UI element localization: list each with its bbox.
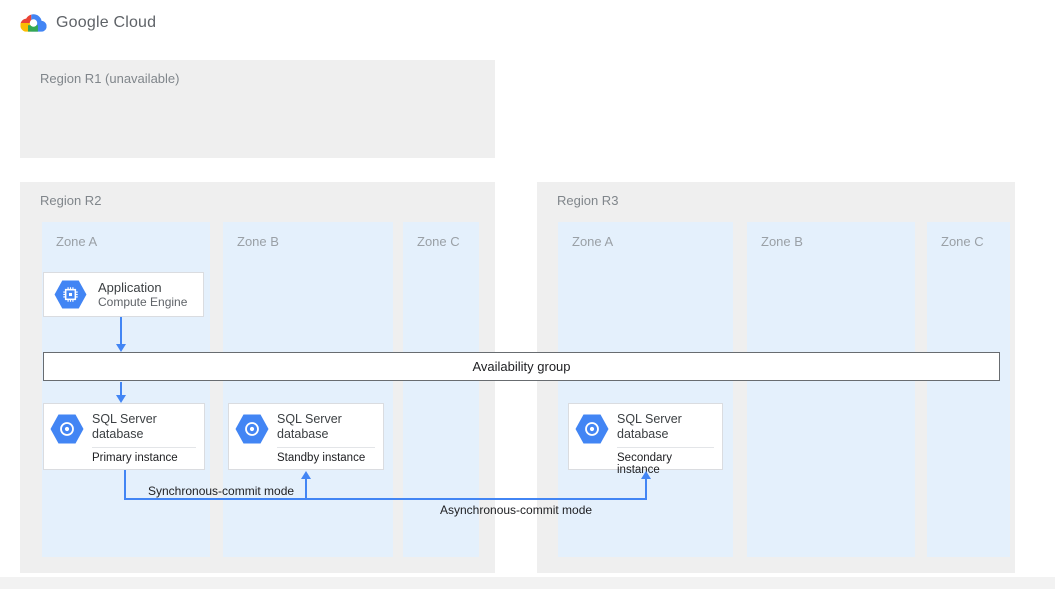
region-r2-label: Region R2: [40, 193, 102, 208]
arrowhead-up-icon: [641, 471, 651, 479]
sql-title: SQL Server database: [92, 412, 157, 441]
sql-title: SQL Server database: [617, 412, 682, 441]
google-cloud-logo-icon: [20, 14, 47, 32]
sql-server-icon: [569, 404, 615, 469]
zone-label: Zone B: [237, 234, 279, 249]
application-subtitle: Compute Engine: [98, 295, 188, 309]
connector-primary-drop: [124, 470, 126, 500]
region-r1-box: Region R1 (unavailable): [20, 60, 495, 158]
region-r2-zone-b: Zone B: [223, 222, 393, 557]
sql-title: SQL Server database: [277, 412, 342, 441]
connector-app-to-availability: [120, 317, 122, 345]
region-r3-zone-c: Zone C: [927, 222, 1010, 557]
sql-instance-label: Primary instance: [92, 452, 178, 464]
application-title: Application: [98, 280, 162, 295]
divider: [277, 447, 375, 448]
zone-label: Zone B: [761, 234, 803, 249]
sql-instance-label: Standby instance: [277, 452, 366, 464]
region-r3-zone-b: Zone B: [747, 222, 915, 557]
header-bar: Google Cloud: [0, 0, 1055, 46]
async-commit-label: Asynchronous-commit mode: [440, 503, 593, 517]
zone-label: Zone C: [417, 234, 460, 249]
connector-to-standby: [305, 478, 307, 499]
region-r1-label: Region R1 (unavailable): [40, 71, 180, 86]
availability-group-bar: Availability group: [43, 352, 1000, 381]
zone-label: Zone C: [941, 234, 984, 249]
zone-label: Zone A: [56, 234, 98, 249]
connector-to-secondary: [645, 478, 647, 499]
region-r2-box: Region R2 Zone A Zone B Zone C: [20, 182, 495, 573]
arrowhead-up-icon: [301, 471, 311, 479]
arrowhead-down-icon: [116, 395, 126, 403]
sql-server-icon: [44, 404, 90, 469]
application-node: Application Compute Engine: [43, 272, 204, 317]
sql-instance-label: Secondary instance: [617, 452, 672, 476]
connector-availability-to-primary: [120, 382, 122, 396]
region-r3-zone-a: Zone A: [558, 222, 733, 557]
sql-primary-node: SQL Server database Primary instance: [43, 403, 205, 470]
sql-standby-node: SQL Server database Standby instance: [228, 403, 384, 470]
compute-engine-icon: [54, 280, 87, 309]
bottom-band: [0, 577, 1055, 589]
connector-commit-horizontal: [124, 498, 647, 500]
google-cloud-logo-text: Google Cloud: [56, 14, 157, 31]
google-cloud-logo: Google Cloud: [20, 12, 156, 34]
sync-commit-label: Synchronous-commit mode: [148, 484, 295, 498]
sql-server-icon: [229, 404, 275, 469]
divider: [92, 447, 196, 448]
region-r3-label: Region R3: [557, 193, 619, 208]
region-r2-zone-c: Zone C: [403, 222, 479, 557]
zone-label: Zone A: [572, 234, 614, 249]
sql-secondary-node: SQL Server database Secondary instance: [568, 403, 723, 476]
availability-group-label: Availability group: [472, 359, 571, 374]
arrowhead-down-icon: [116, 344, 126, 352]
divider: [617, 447, 714, 448]
